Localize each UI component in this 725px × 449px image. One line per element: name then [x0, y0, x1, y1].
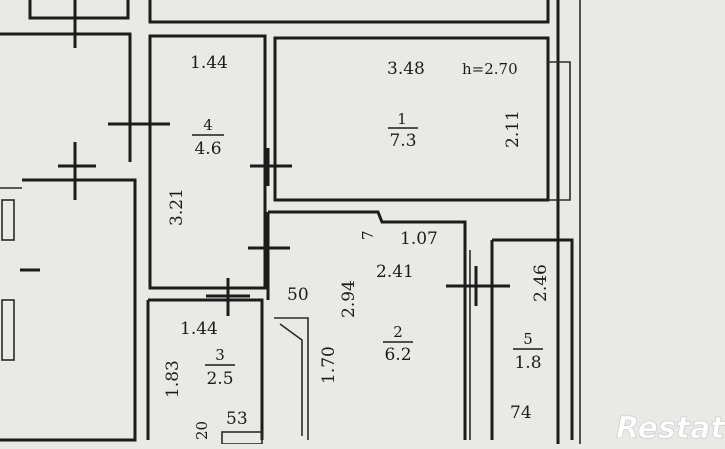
tub-inner	[279, 323, 303, 436]
room-1-window	[548, 61, 571, 201]
room-2-depth: 2.94	[339, 280, 359, 318]
room-2-door-width: 1.07	[400, 229, 438, 249]
room-4-depth: 3.21	[167, 188, 187, 226]
room-4-area: 4.6	[194, 139, 221, 159]
wall-left-block	[0, 32, 132, 162]
room-5-number: 5	[523, 330, 533, 348]
room-1-width: 3.48	[387, 59, 425, 79]
left-fixture-2	[1, 299, 15, 361]
room-1-area: 7.3	[389, 131, 416, 151]
room-3-outline	[148, 298, 264, 440]
watermark-logo: Restate	[616, 411, 725, 444]
tub-outline	[274, 317, 309, 440]
left-fixture-1	[1, 199, 15, 241]
room-2-side: 1.70	[319, 346, 339, 384]
room-4-number: 4	[203, 116, 213, 134]
room-4-outline	[148, 34, 267, 290]
room-1-number: 1	[397, 110, 407, 128]
room-2-area: 6.2	[384, 345, 411, 365]
room-3-depth: 1.83	[163, 360, 183, 398]
room-2: 7 1.07 2.41 2.94 50 2 6.2 1.70	[287, 229, 438, 384]
room-3-mark-20: 20	[193, 421, 211, 440]
room-3: 1.44 3 2.5 1.83 20 53	[163, 319, 248, 440]
room-5-mark-74: 74	[510, 403, 532, 423]
room-5-outline	[492, 238, 574, 440]
room-1-depth: 2.11	[503, 110, 523, 148]
room-1: 3.48 h=2.70 1 7.3 2.11	[387, 59, 523, 151]
room-5-depth: 2.46	[531, 264, 551, 302]
room-2-outline	[268, 210, 467, 440]
room-2-width: 2.41	[376, 262, 414, 282]
wall-top-left	[28, 0, 130, 20]
door-marks	[20, 0, 510, 316]
room-3-mark-53: 53	[226, 409, 248, 429]
room-2-number: 2	[393, 323, 403, 341]
room-3-number: 3	[215, 346, 225, 364]
room-2-wall-mark: 7	[359, 230, 377, 240]
ceiling-height: h=2.70	[462, 60, 518, 78]
room-3-fixture	[221, 431, 263, 445]
room-5-area: 1.8	[514, 353, 541, 373]
room-4: 1.44 4 4.6 3.21	[167, 53, 228, 226]
walls	[0, 0, 581, 445]
wall-left-lower	[0, 178, 137, 442]
room-5: 2.46 5 1.8 74	[510, 264, 551, 423]
room-3-area: 2.5	[206, 369, 233, 389]
watermark: Restate	[616, 411, 725, 447]
room-3-width: 1.44	[180, 319, 218, 339]
room-4-width: 1.44	[190, 53, 228, 73]
wall-top-middle	[148, 0, 550, 24]
room-2-offset: 50	[287, 285, 309, 305]
